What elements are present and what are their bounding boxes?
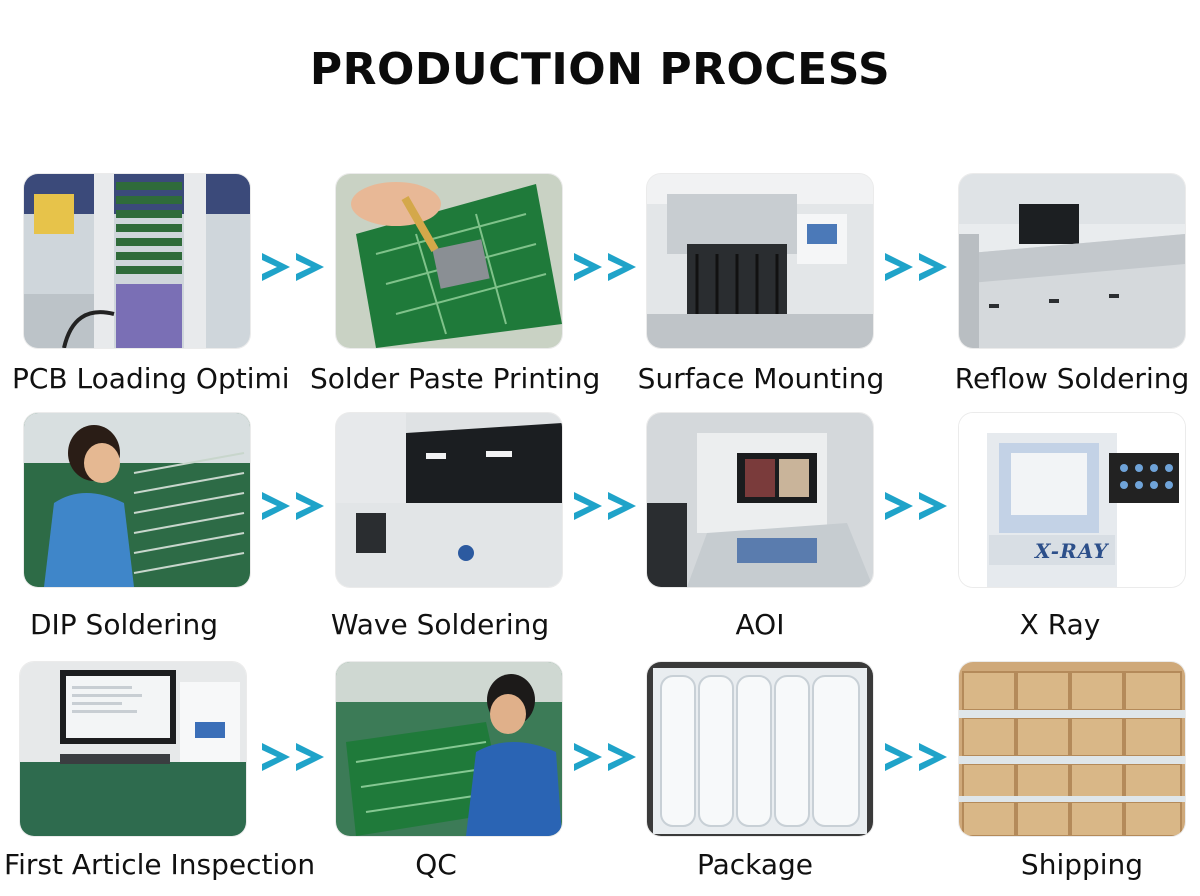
qc-worker-photo xyxy=(336,662,562,836)
xray-brand-text: X-RAY xyxy=(1035,539,1109,563)
step-label: AOI xyxy=(735,608,785,641)
step-label: Reflow Soldering xyxy=(954,362,1190,395)
inspection-station-photo xyxy=(20,662,246,836)
pcb-loader-photo xyxy=(24,174,250,348)
package-photo xyxy=(647,662,873,836)
step-label: X Ray xyxy=(1019,608,1101,641)
double-chevron-right-icon xyxy=(572,489,640,523)
step-label: Surface Mounting xyxy=(637,362,885,395)
step-label: Shipping xyxy=(1020,848,1144,881)
double-chevron-right-icon xyxy=(883,740,951,774)
smt-machine-photo xyxy=(647,174,873,348)
double-chevron-right-icon xyxy=(883,250,951,284)
step-label: DIP Soldering xyxy=(29,608,219,641)
double-chevron-right-icon xyxy=(572,740,640,774)
double-chevron-right-icon xyxy=(883,489,951,523)
shipping-boxes-photo xyxy=(959,662,1185,836)
solder-paste-photo xyxy=(336,174,562,348)
step-label: First Article Inspection xyxy=(4,848,316,881)
double-chevron-right-icon xyxy=(572,250,640,284)
aoi-machine-photo xyxy=(647,413,873,587)
double-chevron-right-icon xyxy=(260,489,328,523)
wave-machine-photo xyxy=(336,413,562,587)
xray-machine-photo: X-RAY xyxy=(959,413,1185,587)
step-label: PCB Loading Optimi xyxy=(12,362,290,395)
step-label: Solder Paste Printing xyxy=(310,362,601,395)
step-label: Package xyxy=(696,848,814,881)
dip-worker-photo xyxy=(24,413,250,587)
step-label: Wave Soldering xyxy=(330,608,550,641)
page-title: PRODUCTION PROCESS xyxy=(309,44,891,95)
step-label: QC xyxy=(415,848,457,881)
reflow-oven-photo xyxy=(959,174,1185,348)
double-chevron-right-icon xyxy=(260,250,328,284)
double-chevron-right-icon xyxy=(260,740,328,774)
